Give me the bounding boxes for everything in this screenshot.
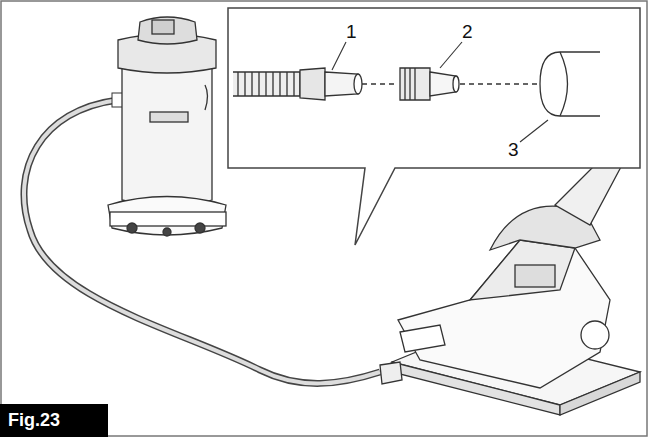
callout-number: 1 — [346, 22, 357, 41]
callout-number: 3 — [508, 140, 519, 159]
inset-frame — [228, 8, 640, 245]
leader-lines — [332, 42, 548, 142]
figure-number: Fig.23 — [8, 410, 60, 430]
vacuum-cleaner — [108, 17, 226, 236]
plunge-saw — [380, 156, 640, 415]
callout-number: 2 — [462, 22, 473, 41]
figure-tag: Fig.23 — [0, 404, 108, 437]
inset-parts — [233, 52, 600, 116]
